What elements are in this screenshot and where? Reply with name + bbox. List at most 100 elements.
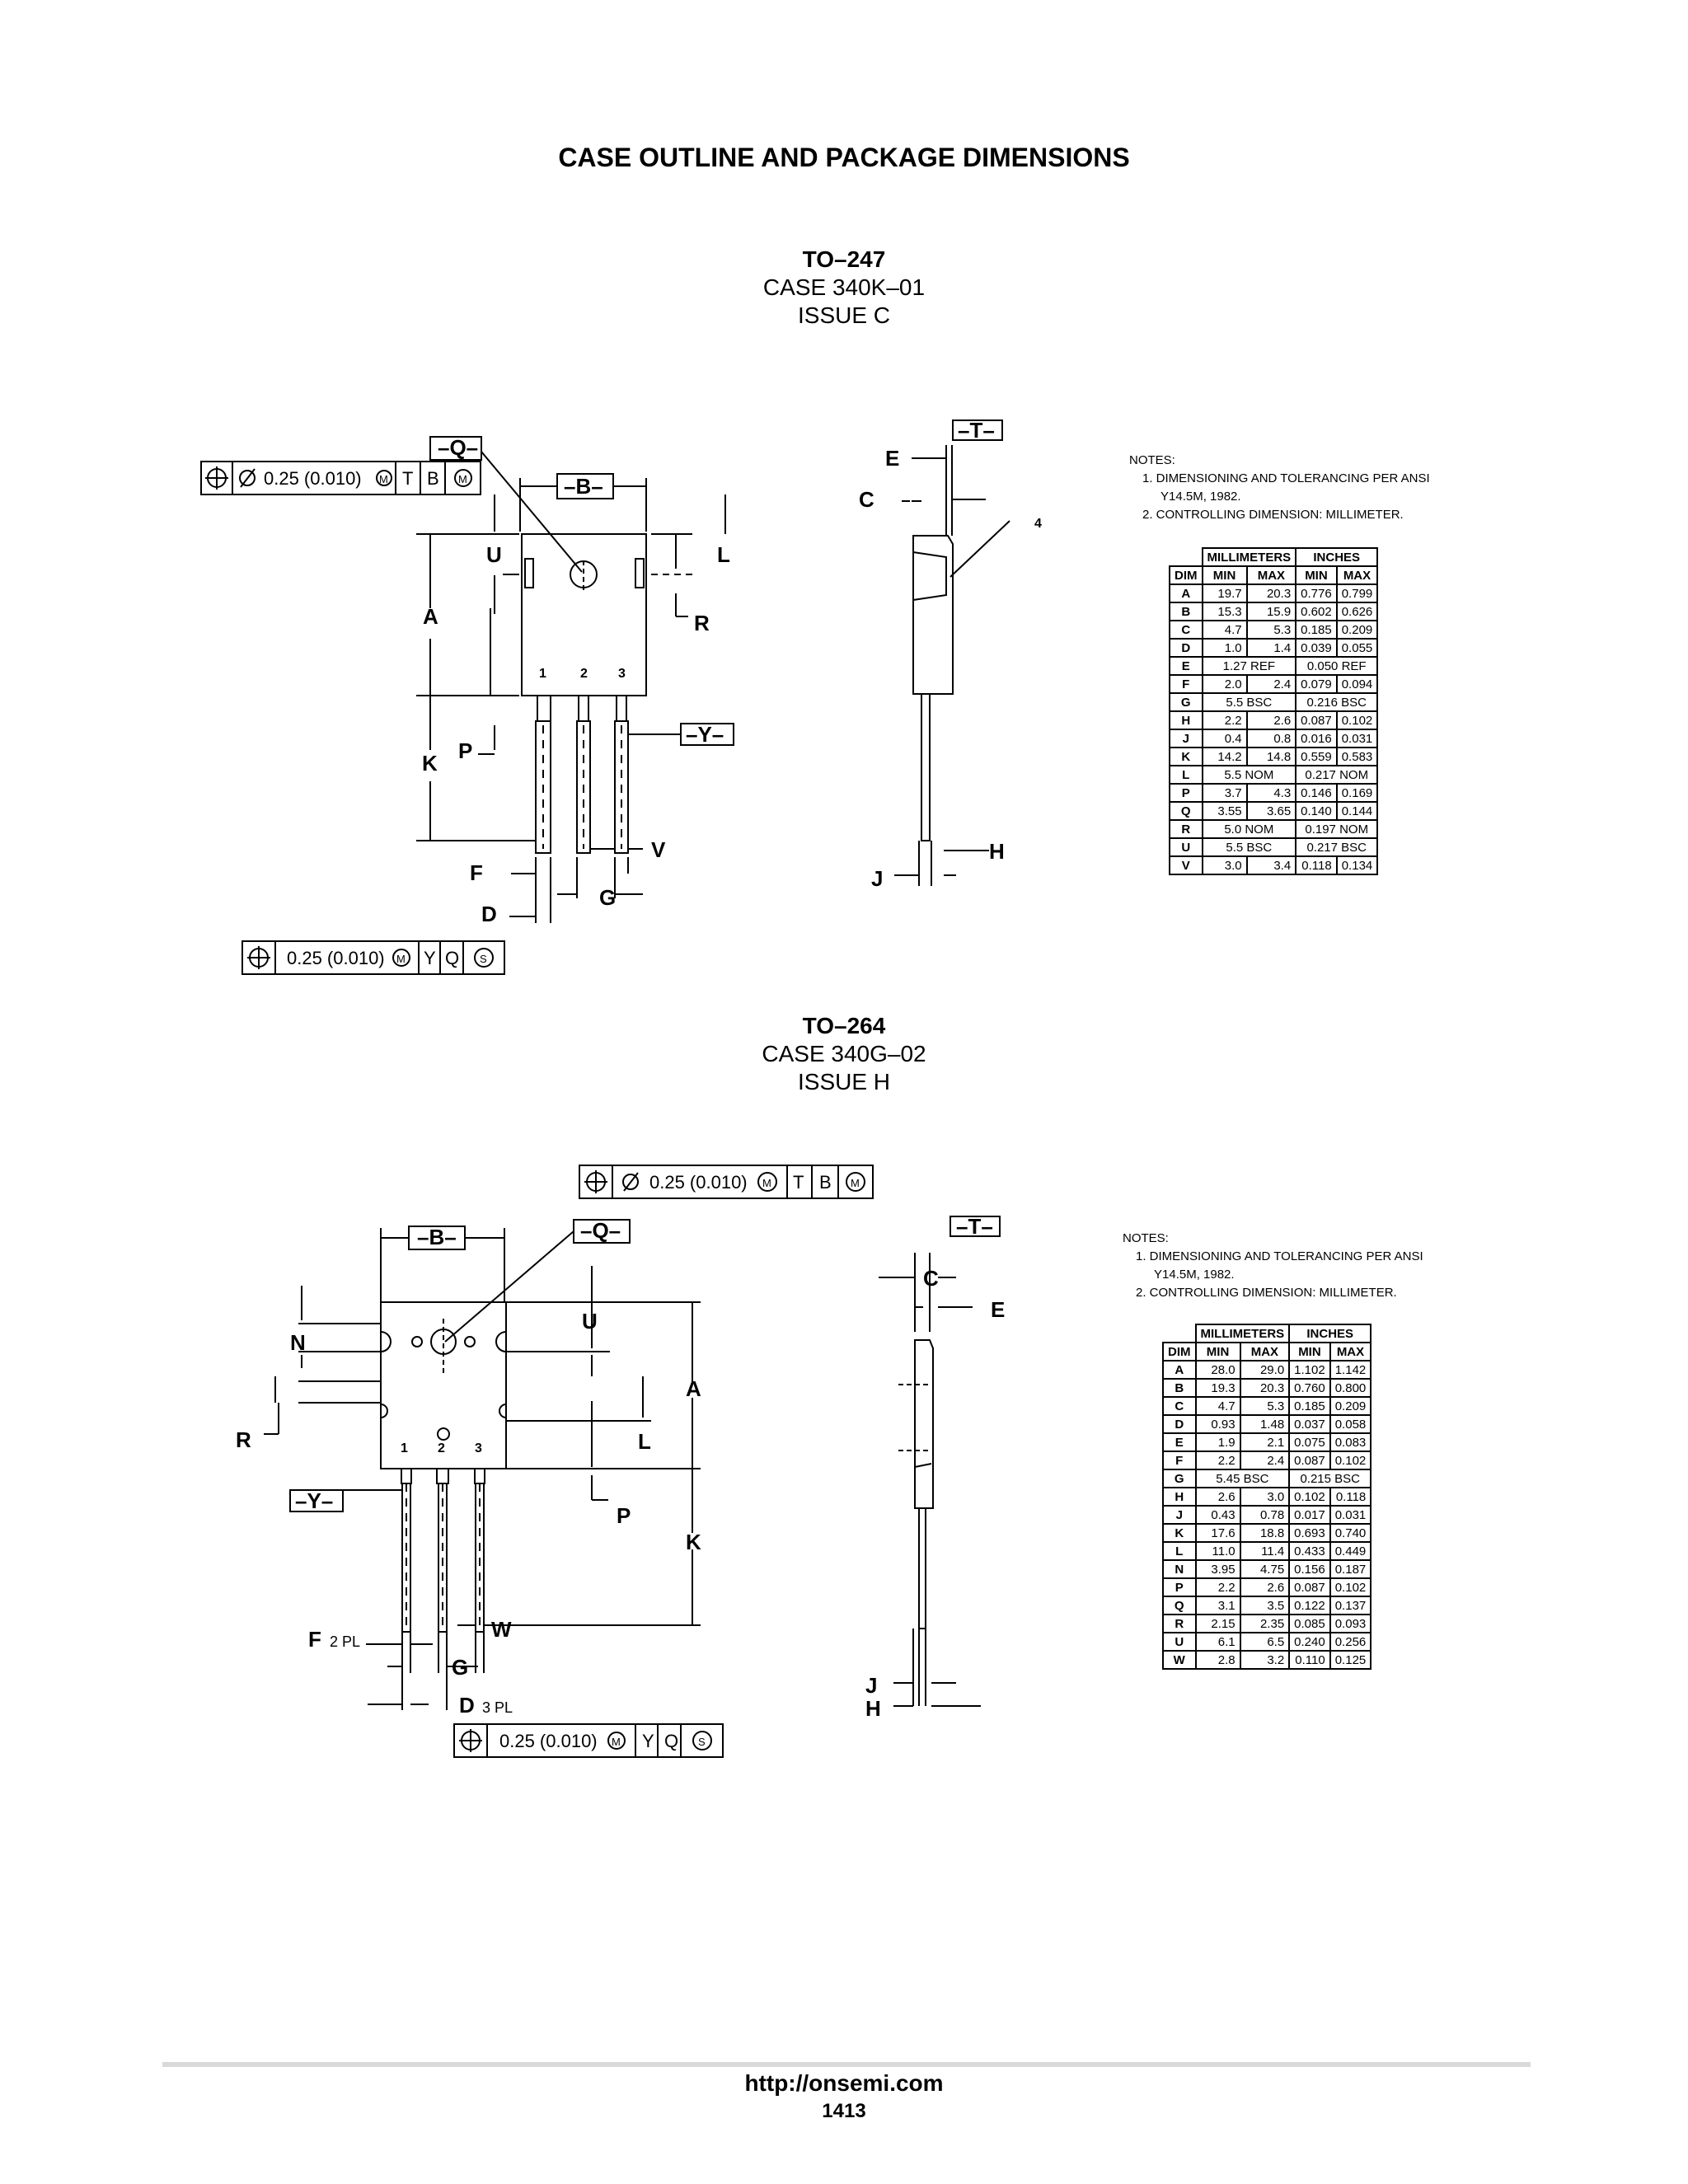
value-cell: 11.4 [1239,1541,1291,1561]
value-cell: 2.4 [1239,1451,1291,1470]
value-cell: 0.185 [1288,1396,1331,1416]
dim-label-k: K [686,1530,701,1554]
svg-text:4: 4 [1034,517,1042,531]
svg-text:2: 2 [438,1441,445,1455]
value-cell: 2.8 [1194,1650,1241,1670]
dim-cell: J [1162,1505,1197,1525]
svg-text:–T–: –T– [956,1214,993,1239]
value-cell: 0.085 [1288,1614,1331,1633]
value-cell: 0.449 [1329,1541,1372,1561]
value-cell: 0.087 [1288,1577,1331,1597]
col-header: DIM [1162,1342,1197,1361]
col-header: MAX [1245,565,1297,585]
col-header: MAX [1329,1342,1372,1361]
dim-label-n: N [290,1330,306,1355]
svg-text:B: B [819,1172,832,1193]
svg-text:Q: Q [664,1731,678,1751]
svg-text:T: T [793,1172,804,1193]
dim-cell: B [1169,602,1203,621]
to247-drawing: –Q– –B– –Y– –T– U L A R K P F D G V E C … [200,418,1042,975]
dim-label-j: J [871,866,883,891]
value-cell: 0.087 [1295,710,1338,730]
dim-label-a: A [423,604,438,629]
dim-cell: G [1162,1469,1197,1488]
fcf-bottom-frame [241,940,505,975]
dim-cell: D [1169,638,1203,658]
value-cell: 0.602 [1295,602,1338,621]
value-cell: 0.209 [1329,1396,1372,1416]
value-cell: 1.4 [1245,638,1297,658]
notes-heading: NOTES: [1129,453,1175,467]
dim-cell: E [1162,1432,1197,1452]
value-cell: 0.140 [1295,801,1338,821]
svg-text:S: S [698,1736,706,1748]
page-number: 1413 [822,2100,866,2122]
note-line: Y14.5M, 1982. [1154,1268,1235,1282]
value-cell: 0.122 [1288,1596,1331,1615]
dim-cell: G [1169,692,1203,712]
fcf-top-value: 0.25 (0.010) [264,468,362,489]
value-cell: 2.2 [1201,710,1248,730]
dim-cell: F [1169,674,1203,694]
value-cell: 0.740 [1329,1523,1372,1543]
value-cell: 0.031 [1329,1505,1372,1525]
dim-label-a: A [686,1376,701,1401]
notes-heading: NOTES: [1123,1231,1169,1245]
value-cell: 0.146 [1295,783,1338,803]
value-cell: 0.094 [1335,674,1379,694]
value-cell: 4.3 [1245,783,1297,803]
col-header: MAX [1239,1342,1291,1361]
dim-cell: N [1162,1559,1197,1579]
svg-text:M: M [396,953,406,965]
dim-label-w: W [491,1617,512,1642]
dim-cell: C [1162,1396,1197,1416]
datum-b-label: –B– [417,1225,457,1249]
value-cell: 14.2 [1201,747,1248,766]
svg-text:Y: Y [424,948,436,968]
value-cell: 0.776 [1295,583,1338,603]
value-cell: 15.3 [1201,602,1248,621]
svg-text:2 PL: 2 PL [330,1633,360,1650]
dim-label-r: R [236,1427,251,1452]
value-cell: 0.102 [1329,1577,1372,1597]
package-name: TO–247 [802,246,886,272]
value-cell: 0.050 REF [1295,656,1379,676]
dim-label-d: D [481,902,497,926]
value-cell: 20.3 [1245,583,1297,603]
dim-label-j: J [865,1673,877,1698]
dim-label-e: E [885,446,899,471]
to247-notes: NOTES: 1. DIMENSIONING AND TOLERANCING P… [1129,452,1430,524]
value-cell: 0.102 [1335,710,1379,730]
value-cell: 2.0 [1201,674,1248,694]
page-title: CASE OUTLINE AND PACKAGE DIMENSIONS [558,143,1130,172]
value-cell: 0.93 [1194,1414,1241,1434]
value-cell: 5.5 BSC [1201,837,1297,857]
dim-cell: F [1162,1451,1197,1470]
datum-t-label: –T– [958,418,995,443]
datum-q-label: –Q– [438,435,478,460]
value-cell: 0.8 [1245,729,1297,748]
value-cell: 0.156 [1288,1559,1331,1579]
value-cell: 3.65 [1245,801,1297,821]
note-line: Y14.5M, 1982. [1160,490,1241,504]
value-cell: 0.137 [1329,1596,1372,1615]
value-cell: 2.2 [1194,1577,1241,1597]
dim-cell: R [1169,819,1203,839]
to247-body [521,533,647,696]
dim-label-f: F [470,860,483,885]
footer-url-link[interactable]: http://onsemi.com [744,2070,944,2096]
diameter-icon [239,470,256,486]
value-cell: 1.48 [1239,1414,1291,1434]
